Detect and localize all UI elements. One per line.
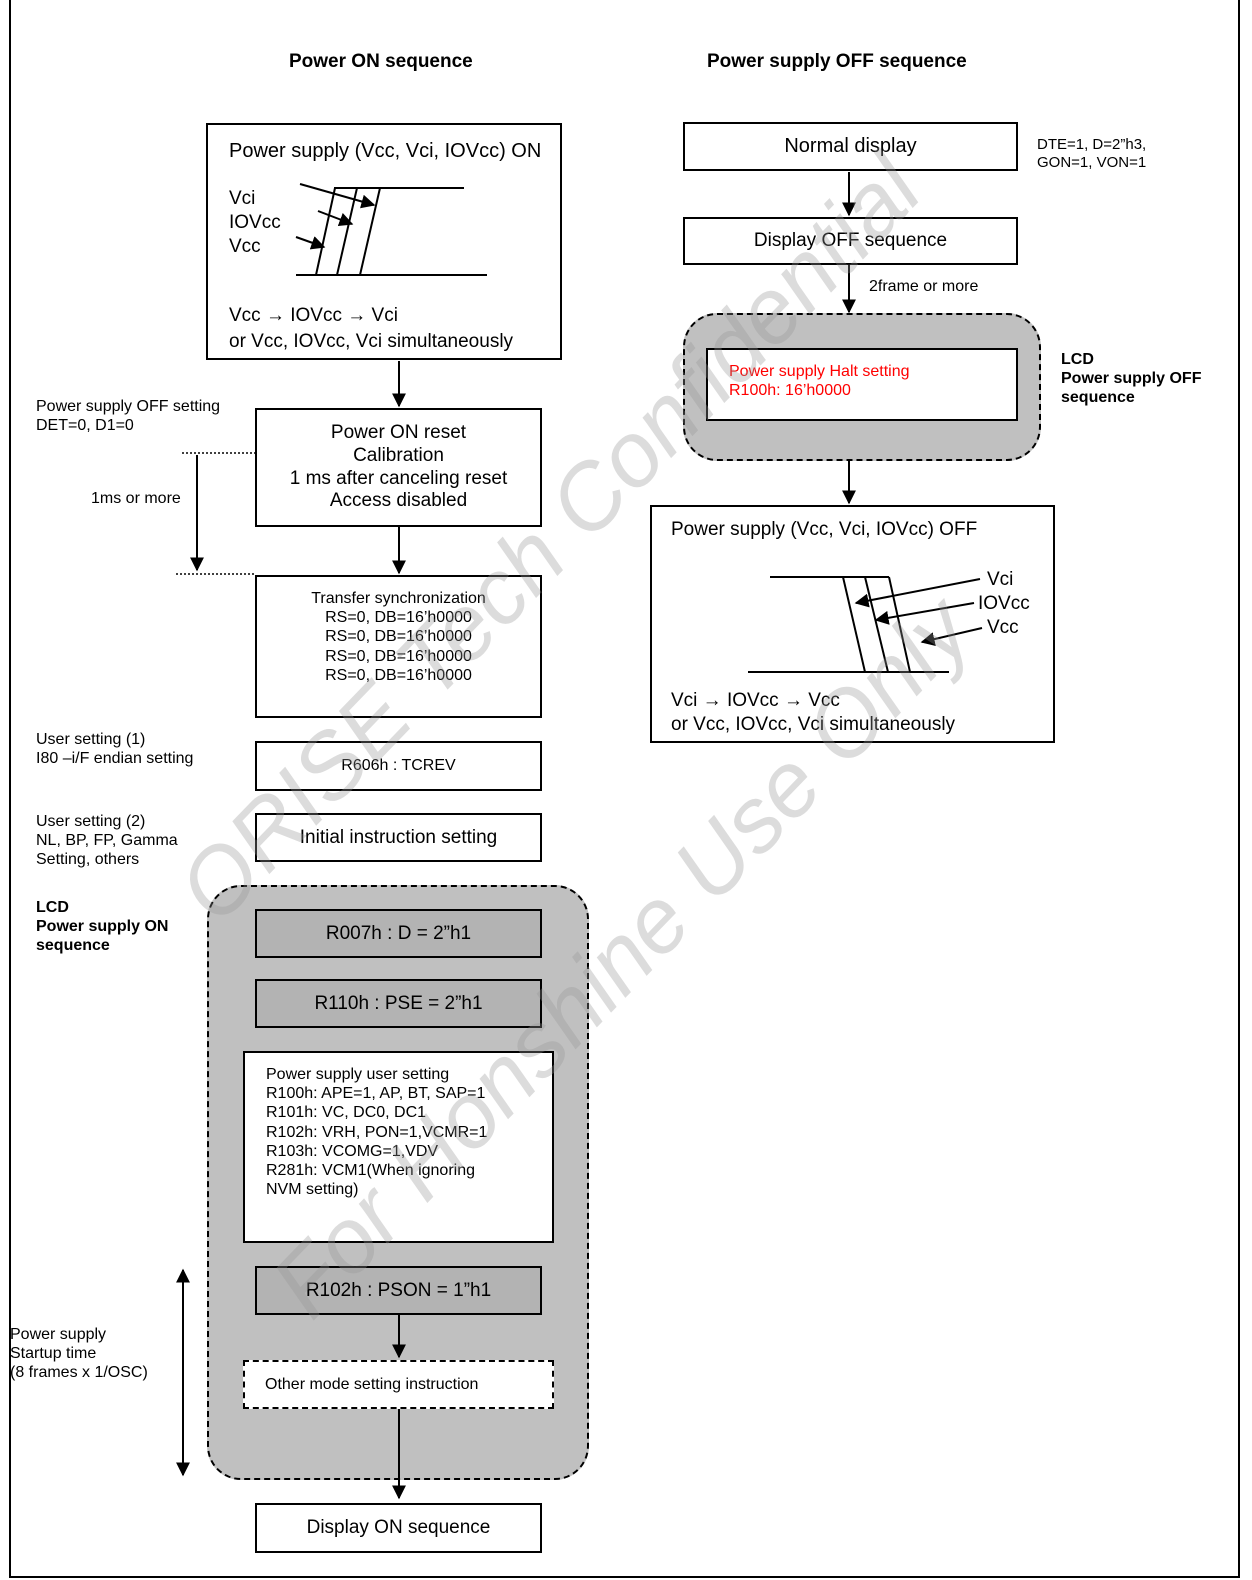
power-supply-user-setting-box: Power supply user setting R100h: APE=1, … xyxy=(243,1051,554,1243)
r606h-box: R606h : TCREV xyxy=(255,741,542,791)
lcd-on-line-2: Power supply ON xyxy=(36,918,169,936)
display-off-box: Display OFF sequence xyxy=(683,217,1018,265)
power-off-note: or Vcc, IOVcc, Vci simultaneously xyxy=(671,714,956,735)
user-setting-1-label: User setting (1) I80 –i/F endian setting xyxy=(36,730,193,768)
signal-vcc: Vcc xyxy=(229,236,261,257)
normal-note-line-1: DTE=1, D=2”h3, xyxy=(1037,136,1147,153)
power-on-waveform xyxy=(295,183,487,276)
psu-line-1: Power supply user setting xyxy=(266,1066,450,1083)
lcd-off-line-3: sequence xyxy=(1061,389,1135,407)
psu-line-2: R100h: APE=1, AP, BT, SAP=1 xyxy=(266,1085,486,1103)
startup-line-3: (8 frames x 1/OSC) xyxy=(10,1364,148,1382)
psu-line-3: R101h: VC, DC0, DC1 xyxy=(266,1104,427,1122)
lcd-on-line-1: LCD xyxy=(36,899,69,916)
power-off-box: Power supply (Vcc, Vci, IOVcc) OFF Vci I… xyxy=(650,505,1055,743)
transfer-line-1: Transfer synchronization xyxy=(311,590,486,607)
frame-label: 2frame or more xyxy=(869,278,979,295)
other-mode-box: Other mode setting instruction xyxy=(243,1360,554,1409)
off-setting-line-1: Power supply OFF setting xyxy=(36,398,221,415)
power-on-title: Power ON sequence xyxy=(289,51,473,72)
psu-line-7: NVM setting) xyxy=(266,1181,359,1199)
r007h-box: R007h : D = 2”h1 xyxy=(255,909,542,958)
power-off-title: Power supply OFF sequence xyxy=(707,51,967,72)
startup-line-1: Power supply xyxy=(10,1326,107,1343)
lcd-off-line-2: Power supply OFF xyxy=(1061,370,1202,388)
lcd-on-line-3: sequence xyxy=(36,937,110,955)
psu-line-4: R102h: VRH, PON=1,VCMR=1 xyxy=(266,1123,488,1141)
psu-line-5: R103h: VCOMG=1,VDV xyxy=(266,1142,439,1160)
transfer-line-5: RS=0, DB=16’h0000 xyxy=(325,666,472,684)
startup-time-label: Power supply Startup time (8 frames x 1/… xyxy=(10,1325,148,1383)
halt-line-1: Power supply Halt setting xyxy=(729,363,910,380)
normal-note-line-2: GON=1, VON=1 xyxy=(1037,154,1147,171)
lcd-off-line-1: LCD xyxy=(1061,351,1094,368)
power-off-waveform xyxy=(748,576,983,673)
user2-line-3: Setting, others xyxy=(36,851,140,869)
page-border xyxy=(9,0,1240,1578)
power-on-note: or Vcc, IOVcc, Vci simultaneously xyxy=(229,331,514,352)
off-signal-vci: Vci xyxy=(987,569,1014,590)
transfer-sync-box: Transfer synchronization RS=0, DB=16’h00… xyxy=(255,575,542,718)
power-on-order: Vcc → IOVcc → Vci xyxy=(229,305,398,326)
psu-line-6: R281h: VCM1(When ignoring xyxy=(266,1161,475,1179)
lcd-power-on-label: LCD Power supply ON sequence xyxy=(36,898,168,956)
initial-instruction-box: Initial instruction setting xyxy=(255,813,542,862)
display-on-box: Display ON sequence xyxy=(255,1503,542,1553)
power-off-setting-label: Power supply OFF setting DET=0, D1=0 xyxy=(36,397,220,435)
reset-line-1: Power ON reset xyxy=(330,422,467,443)
power-halt-box: Power supply Halt setting R100h: 16’h000… xyxy=(706,348,1018,421)
power-on-title-text: Power supply (Vcc, Vci, IOVcc) ON xyxy=(229,140,542,162)
power-on-box: Power supply (Vcc, Vci, IOVcc) ON Vci IO… xyxy=(206,123,562,360)
transfer-line-4: RS=0, DB=16’h0000 xyxy=(325,647,472,665)
r102h-box: R102h : PSON = 1”h1 xyxy=(255,1266,542,1315)
signal-vci: Vci xyxy=(229,188,256,209)
normal-display-box: Normal display xyxy=(683,122,1018,171)
halt-line-2: R100h: 16’h0000 xyxy=(729,382,851,400)
power-off-order: Vci → IOVcc → Vcc xyxy=(671,690,840,711)
lcd-power-off-label: LCD Power supply OFF sequence xyxy=(1061,350,1201,408)
user-setting-2-label: User setting (2) NL, BP, FP, Gamma Setti… xyxy=(36,812,178,870)
user2-line-2: NL, BP, FP, Gamma xyxy=(36,832,178,850)
power-on-reset-box: Power ON reset Calibration 1 ms after ca… xyxy=(255,408,542,527)
off-setting-line-2: DET=0, D1=0 xyxy=(36,417,134,435)
r110h-box: R110h : PSE = 2”h1 xyxy=(255,979,542,1028)
reset-line-4: Access disabled xyxy=(329,490,468,512)
transfer-line-2: RS=0, DB=16’h0000 xyxy=(325,609,472,627)
delay-label: 1ms or more xyxy=(91,490,181,507)
user1-line-1: User setting (1) xyxy=(36,731,146,748)
signal-iovcc: IOVcc xyxy=(229,212,281,233)
reset-line-3: 1 ms after canceling reset xyxy=(289,467,508,489)
reset-line-2: Calibration xyxy=(353,444,444,466)
off-signal-iovcc: IOVcc xyxy=(978,593,1030,614)
power-off-title-text: Power supply (Vcc, Vci, IOVcc) OFF xyxy=(671,519,978,540)
user2-line-1: User setting (2) xyxy=(36,813,146,830)
off-signal-vcc: Vcc xyxy=(987,617,1019,638)
transfer-line-3: RS=0, DB=16’h0000 xyxy=(325,628,472,646)
normal-display-note: DTE=1, D=2”h3, GON=1, VON=1 xyxy=(1037,136,1146,172)
startup-line-2: Startup time xyxy=(10,1345,97,1363)
user1-line-2: I80 –i/F endian setting xyxy=(36,750,194,768)
